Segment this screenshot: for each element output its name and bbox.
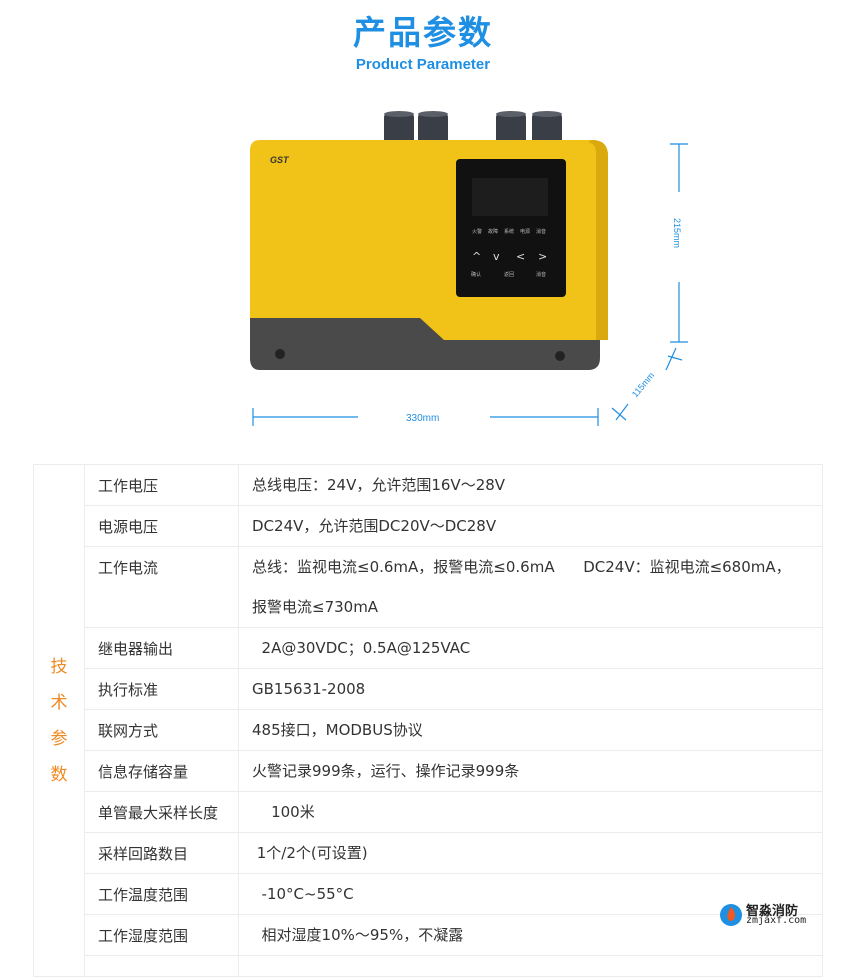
sampling-pipes [384,111,562,144]
watermark-logo: 智淼消防 zmjaxf.com [718,898,808,930]
indicator-fault: 故障 [488,228,498,235]
indicator-power: 电源 [520,228,530,235]
spec-name: 电源电压 [84,505,239,547]
product-image: GST 火警 故障 系统 电源 消音 ^ v < > 确认 返回 消音 215m… [250,111,688,426]
table-row: 技 术 参 数 工作电压 总线电压：24V，允许范围16V～28V [33,464,823,977]
table-row: 继电器输出 2A@30VDC；0.5A@125VAC [34,627,823,669]
spec-value: 1个/2个(可设置) [238,832,823,874]
spec-name: 工作温度范围 [84,873,239,915]
spec-value: 火警记录999条，运行、操作记录999条 [238,750,823,792]
back-button[interactable]: 返回 [504,271,514,278]
table-row: 工作温度范围 -10°C~55°C [34,873,823,915]
spec-name: 工作电压 [84,464,239,506]
up-arrow-icon[interactable]: ^ [472,250,481,263]
spec-value [238,955,823,977]
watermark-url: zmjaxf.com [746,915,807,926]
spec-name: 采样回路数目 [84,832,239,874]
indicator-system: 系统 [504,228,514,235]
table-row: 执行标准 GB15631-2008 [34,668,823,710]
page-title: 产品参数 [353,13,493,52]
spec-name: 工作电流 [84,546,239,628]
indicator-fire: 火警 [472,228,482,235]
brand-logo: GST [270,155,290,165]
spec-value: 2A@30VDC；0.5A@125VAC [238,627,823,669]
height-dimension [670,143,688,343]
spec-value: -10°C~55°C [238,873,823,915]
mute-button[interactable]: 消音 [536,271,546,278]
spec-name: 联网方式 [84,709,239,751]
table-row: 工作湿度范围 相对湿度10%～95%，不凝露 [34,914,823,956]
left-arrow-icon[interactable]: < [516,250,525,263]
width-dimension [252,408,599,426]
confirm-button[interactable]: 确认 [471,271,481,278]
category-cell: 技 术 参 数 [33,464,85,977]
table-row: 单管最大采样长度 100米 [34,791,823,833]
spec-value: 485接口，MODBUS协议 [238,709,823,751]
spec-name: 执行标准 [84,668,239,710]
depth-label: 115mm [630,370,657,399]
spec-value: 总线电压：24V，允许范围16V～28V [238,464,823,506]
spec-table: 技 术 参 数 工作电压 总线电压：24V，允许范围16V～28V 电源电压 D… [33,464,823,977]
page-subtitle: Product Parameter [355,56,491,73]
indicator-labels: 火警 故障 系统 电源 消音 [472,228,546,235]
spec-value: 相对湿度10%～95%，不凝露 [238,914,823,956]
table-row: 电源电压 DC24V，允许范围DC20V～DC28V [34,505,823,547]
spec-name: 信息存储容量 [84,750,239,792]
spec-value: GB15631-2008 [238,668,823,710]
spec-value: DC24V，允许范围DC20V～DC28V [238,505,823,547]
indicator-mute: 消音 [536,228,546,235]
width-label: 330mm [406,413,439,424]
device-base [250,318,600,370]
spec-name [84,955,239,977]
flame-shield-icon [720,904,742,926]
display-screen [472,178,548,216]
depth-dimension [611,347,683,421]
spec-name: 工作湿度范围 [84,914,239,956]
table-row: 信息存储容量 火警记录999条，运行、操作记录999条 [34,750,823,792]
table-row: 联网方式 485接口，MODBUS协议 [34,709,823,751]
spec-name: 继电器输出 [84,627,239,669]
table-row [34,955,823,977]
right-arrow-icon[interactable]: > [538,250,547,263]
table-row: 工作电流 总线：监视电流≤0.6mA，报警电流≤0.6mA DC24V：监视电流… [34,546,823,628]
down-arrow-icon[interactable]: v [493,250,500,263]
spec-value: 100米 [238,791,823,833]
spec-value: 总线：监视电流≤0.6mA，报警电流≤0.6mA DC24V：监视电流≤680m… [238,546,823,628]
height-label: 215mm [672,218,682,248]
watermark-name: 智淼消防 [746,904,799,919]
spec-name: 单管最大采样长度 [84,791,239,833]
table-row: 采样回路数目 1个/2个(可设置) [34,832,823,874]
